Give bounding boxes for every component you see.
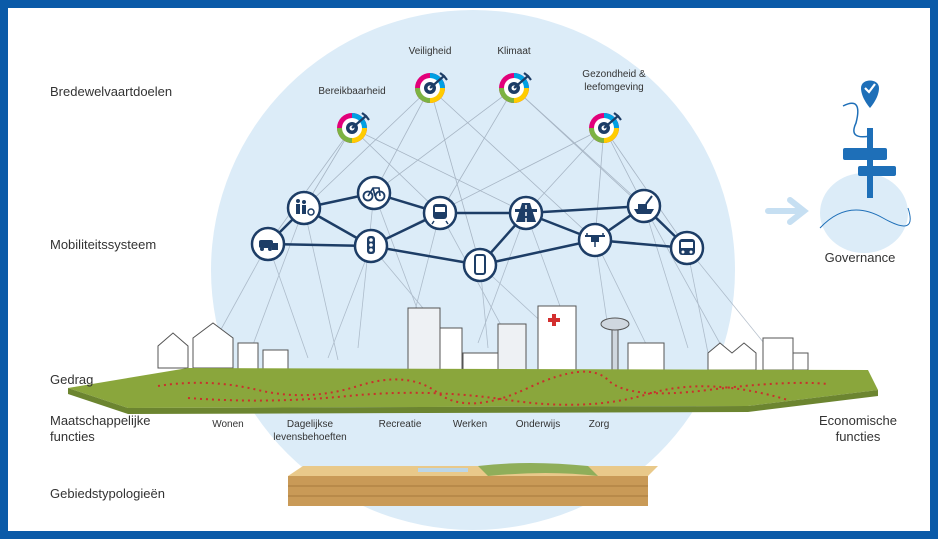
label-bredewelvaartdoelen: Bredewelvaartdoelen [50,84,173,99]
mobility-nodes [250,175,705,283]
car-share-icon [250,226,286,262]
hospital-cross [548,314,560,326]
ship-crane-icon [626,188,662,224]
route-line [157,370,829,405]
function-label-wonen: Wonen [212,419,244,430]
label-mobiliteitssysteem: Mobiliteitssysteem [50,237,157,252]
goal-label-klimaat: Klimaat [497,46,531,57]
terrain-side [288,476,648,506]
target-icon [337,112,370,143]
target-icon [499,72,532,103]
highway-icon [508,195,544,231]
target-icon [589,112,622,143]
label-gebiedstypologieen: Gebiedstypologieën [50,486,165,501]
diagram-canvas [68,10,911,530]
label-governance: Governance [824,250,896,265]
function-label-dagelijkse: Dagelijkse levensbehoeften [273,419,347,443]
label-gedrag: Gedrag [50,372,94,387]
governance-arrow [765,197,809,225]
function-label-zorg: Zorg [588,419,610,430]
goal-label-bereikbaarheid: Bereikbaarheid [318,86,386,97]
pedestrian-bike-icon [286,190,322,226]
function-label-recreatie: Recreatie [378,419,422,430]
traffic-light-icon [353,228,389,264]
train-icon [422,195,458,231]
label-economische-functies: Economische functies [818,413,898,444]
terrain-green [478,463,598,476]
goal-label-veiligheid: Veiligheid [408,46,452,57]
signpost-location-icon [819,80,911,253]
ground-edge [68,388,878,414]
goal-targets [337,72,622,143]
terrain-water [418,468,468,472]
bicycle-icon [356,175,392,211]
goal-label-gezondheid: Gezondheid & leefomgeving [582,69,646,93]
function-label-onderwijs: Onderwijs [515,419,561,430]
bus-icon [669,230,705,266]
terrain-strata [288,485,648,497]
terrain-top [288,466,658,476]
label-maatschappelijke-functies: Maatschappelijke functies [50,413,151,444]
ground-plane [68,368,878,408]
drone-icon [577,222,613,258]
diagram-frame: Bredewelvaartdoelen Mobiliteitssysteem G… [8,8,930,531]
smartphone-icon [462,247,498,283]
target-icon [415,72,448,103]
route-line-2 [187,385,789,406]
function-label-werken: Werken [452,419,488,430]
